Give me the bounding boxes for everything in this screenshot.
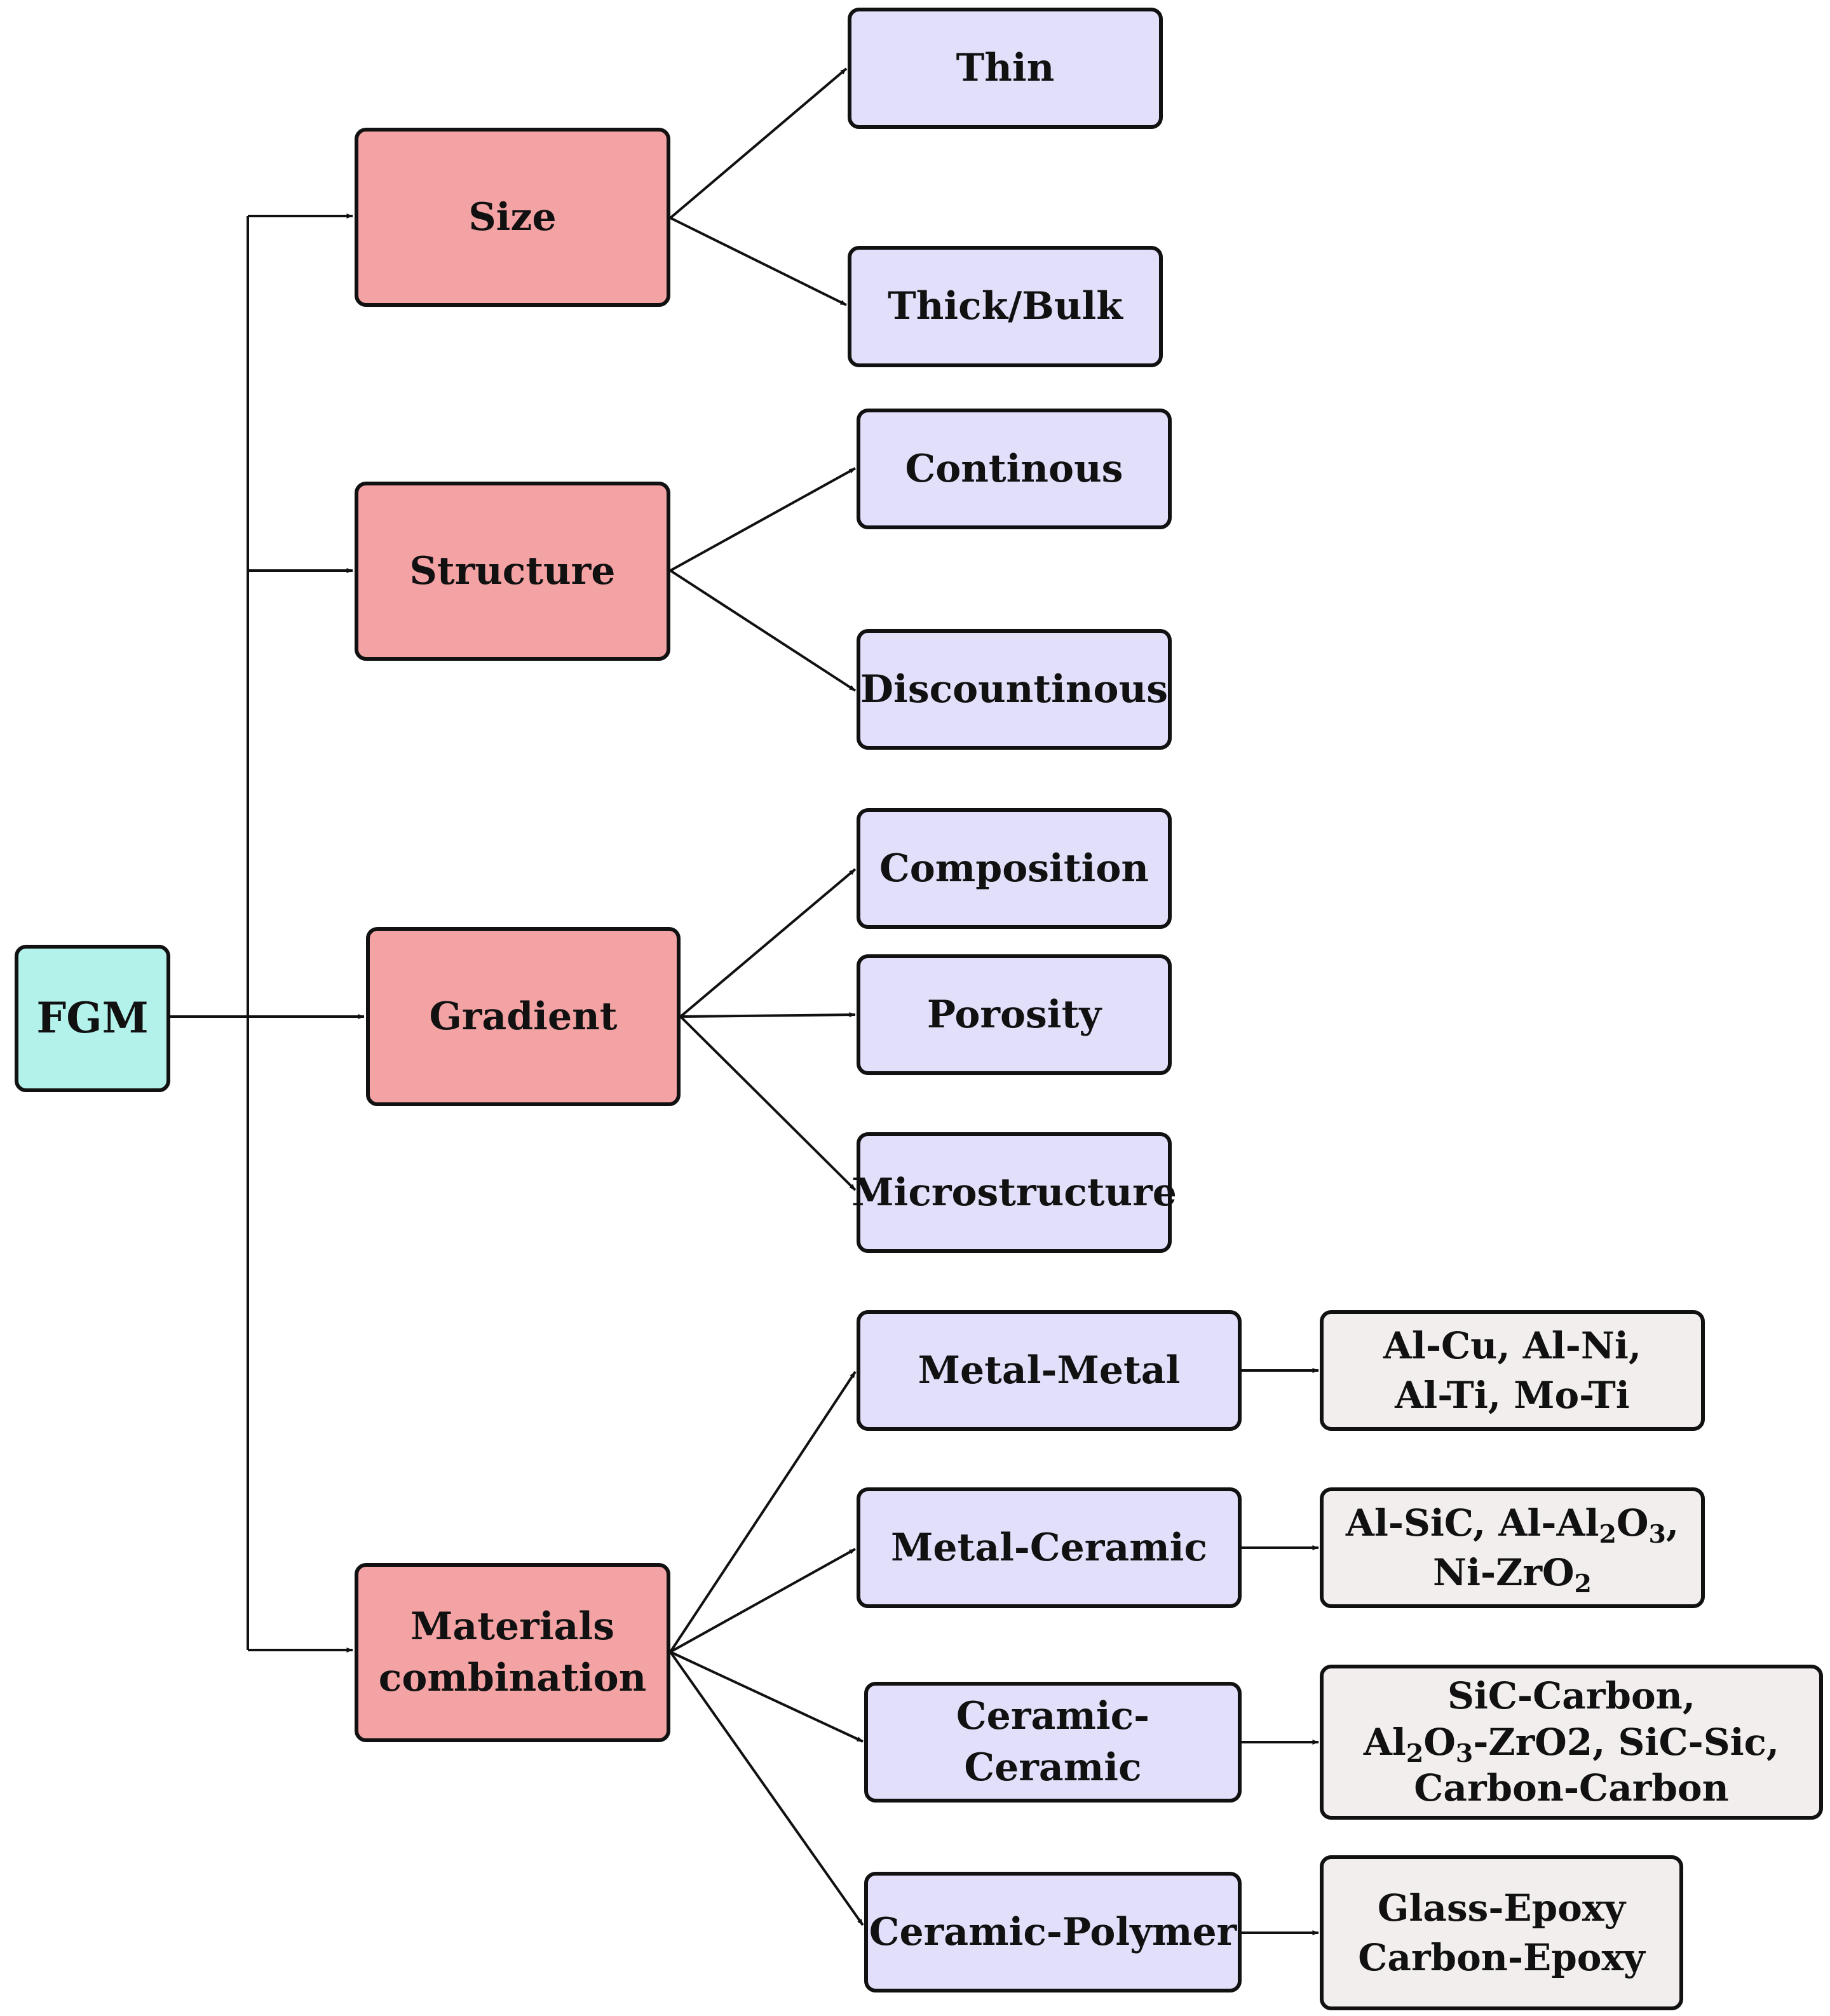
structure-category-box: Structure [355,482,670,661]
ceramic-ceramic-label: Ceramic-Ceramic [956,1694,1150,1790]
discontinuous-box: Discountinous [857,629,1172,750]
metal-metal-label: Metal-Metal [918,1348,1181,1393]
gradient-category-label: Gradient [429,994,618,1039]
thin-label: Thin [956,46,1055,90]
size-category-label: Size [468,194,557,240]
ceramic-polymer-label: Ceramic-Polymer [869,1909,1237,1954]
gradient-category-box: Gradient [366,927,681,1106]
ceramic-ceramic-box: Ceramic-Ceramic [864,1682,1242,1803]
metal-metal-examples-line1: Al-Cu, Al-Ni, [1383,1323,1642,1367]
subscript: 2 [1406,1738,1424,1768]
metal-metal-examples-box: Al-Cu, Al-Ni, Al-Ti, Mo-Ti [1320,1310,1705,1431]
arrow-to-metal-ceramic [670,1548,856,1653]
ceramic-polymer-box: Ceramic-Polymer [864,1872,1242,1992]
arrow-to-metal-metal [669,1370,857,1653]
text-run: Al [1363,1720,1406,1764]
metal-metal-box: Metal-Metal [857,1310,1242,1431]
arrow-to-discontinuous [669,569,857,692]
fgm-root-label: FGM [36,993,149,1043]
arrow-to-ceramic-polymer [669,1651,864,1926]
metal-metal-examples-line2: Al-Ti, Mo-Ti [1395,1374,1630,1417]
discontinuous-label: Discountinous [860,666,1168,712]
structure-category-label: Structure [409,548,616,593]
composition-box: Composition [857,808,1172,929]
fgm-root-box: FGM [15,945,170,1092]
ceramic-ceramic-examples-line2: Al2O3-ZrO2, SiC-Sic, [1364,1719,1779,1766]
ceramic-ceramic-examples-line1: SiC-Carbon, [1447,1674,1696,1718]
porosity-box: Porosity [857,954,1172,1075]
subscript: 2 [1599,1519,1616,1549]
arrow-to-thin [669,67,848,219]
ceramic-polymer-examples-line1: Glass-Epoxy [1377,1886,1626,1930]
thin-box: Thin [848,8,1163,129]
materials-label-line2: combination [378,1656,647,1700]
metal-ceramic-examples-box: Al-SiC, Al-Al2O3, Ni-ZrO2 [1320,1487,1705,1608]
continuous-box: Continous [857,409,1172,529]
microstructure-label: Microstructure [851,1170,1177,1215]
metal-ceramic-examples-line2: Ni-ZrO2 [1346,1548,1679,1597]
arrow-to-ceramic-ceramic [670,1651,864,1743]
thick-bulk-label: Thick/Bulk [888,284,1123,328]
metal-ceramic-label: Metal-Ceramic [890,1525,1208,1570]
ceramic-polymer-examples-box: Glass-Epoxy Carbon-Epoxy [1320,1855,1683,2010]
porosity-label: Porosity [926,992,1102,1037]
subscript: 3 [1648,1519,1666,1549]
thick-bulk-box: Thick/Bulk [848,246,1163,367]
ceramic-polymer-examples-line2: Carbon-Epoxy [1358,1936,1645,1979]
arrow-to-thick [670,217,847,306]
text-run: -ZrO2, SiC-Sic, [1473,1720,1780,1764]
microstructure-box: Microstructure [851,1132,1177,1253]
ceramic-ceramic-examples-box: SiC-Carbon, Al2O3-ZrO2, SiC-Sic, Carbon-… [1320,1665,1823,1820]
continuous-label: Continous [905,446,1123,491]
size-category-box: Size [355,128,670,307]
text-run: , [1665,1501,1679,1545]
subscript: 3 [1455,1738,1474,1768]
composition-label: Composition [879,846,1149,891]
subscript: 2 [1574,1569,1592,1599]
materials-combination-category-box: Materials combination [355,1563,670,1742]
text-run: Ni-ZrO [1433,1551,1575,1594]
metal-ceramic-examples-line1: Al-SiC, Al-Al2O3, [1346,1498,1679,1548]
arrow-to-porosity [680,1012,856,1018]
text-run: O [1423,1720,1456,1764]
arrow-to-composition [679,868,857,1018]
text-run: Al-SiC, Al-Al [1345,1501,1599,1545]
arrow-to-microstructure [679,1015,857,1191]
ceramic-ceramic-examples-line3: Carbon-Carbon [1414,1766,1729,1810]
materials-label-line1: Materials [410,1604,615,1649]
arrow-to-continuous [670,467,856,572]
text-run: O [1616,1501,1649,1545]
metal-ceramic-box: Metal-Ceramic [857,1487,1242,1608]
